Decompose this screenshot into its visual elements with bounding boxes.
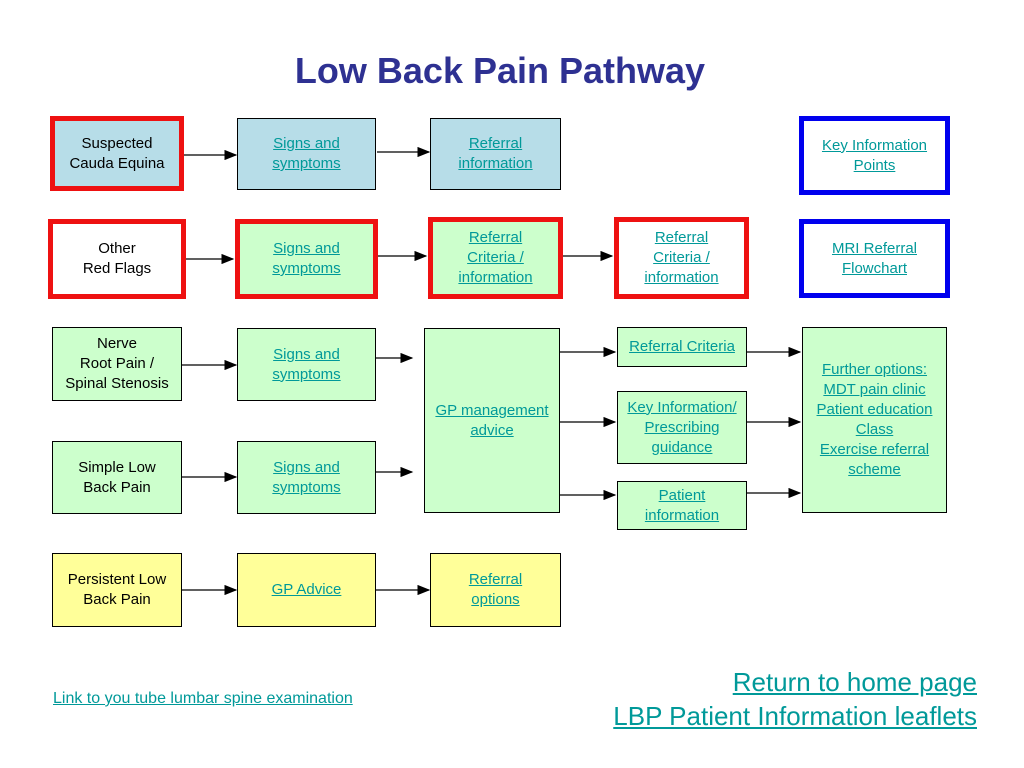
red-flags-signs-symptoms-link[interactable]: Signs and symptoms	[235, 219, 378, 299]
youtube-lumbar-exam-link[interactable]: Link to you tube lumbar spine examinatio…	[53, 690, 353, 707]
simple-low-back-pain-box: Simple Low Back Pain	[52, 441, 182, 514]
cauda-referral-information-link[interactable]: Referral information	[430, 118, 561, 190]
simple-signs-symptoms-link[interactable]: Signs and symptoms	[237, 441, 376, 514]
gp-management-advice-link[interactable]: GP management advice	[424, 328, 560, 513]
referral-criteria-link[interactable]: Referral Criteria	[617, 327, 747, 367]
page-title: Low Back Pain Pathway	[294, 50, 706, 91]
red-flags-referral-criteria-2-link[interactable]: Referral Criteria / information	[614, 217, 749, 299]
key-information-points-link[interactable]: Key Information Points	[799, 116, 950, 195]
further-options-link[interactable]: Further options: MDT pain clinic Patient…	[802, 327, 947, 513]
nerve-signs-symptoms-link[interactable]: Signs and symptoms	[237, 328, 376, 401]
key-information-prescribing-link[interactable]: Key Information/ Prescribing guidance	[617, 391, 747, 464]
suspected-cauda-equina-box: Suspected Cauda Equina	[50, 116, 184, 191]
return-home-link[interactable]: Return to home page	[732, 667, 977, 697]
other-red-flags-box: Other Red Flags	[48, 219, 186, 299]
red-flags-referral-criteria-link[interactable]: Referral Criteria / information	[428, 217, 563, 299]
persistent-low-back-pain-box: Persistent Low Back Pain	[52, 553, 182, 627]
nerve-root-pain-box: Nerve Root Pain / Spinal Stenosis	[52, 327, 182, 401]
cauda-signs-symptoms-link[interactable]: Signs and symptoms	[237, 118, 376, 190]
gp-advice-link[interactable]: GP Advice	[237, 553, 376, 627]
lbp-leaflets-link[interactable]: LBP Patient Information leaflets	[613, 701, 977, 731]
referral-options-link[interactable]: Referral options	[430, 553, 561, 627]
patient-information-link[interactable]: Patient information	[617, 481, 747, 530]
mri-referral-flowchart-link[interactable]: MRI Referral Flowchart	[799, 219, 950, 298]
